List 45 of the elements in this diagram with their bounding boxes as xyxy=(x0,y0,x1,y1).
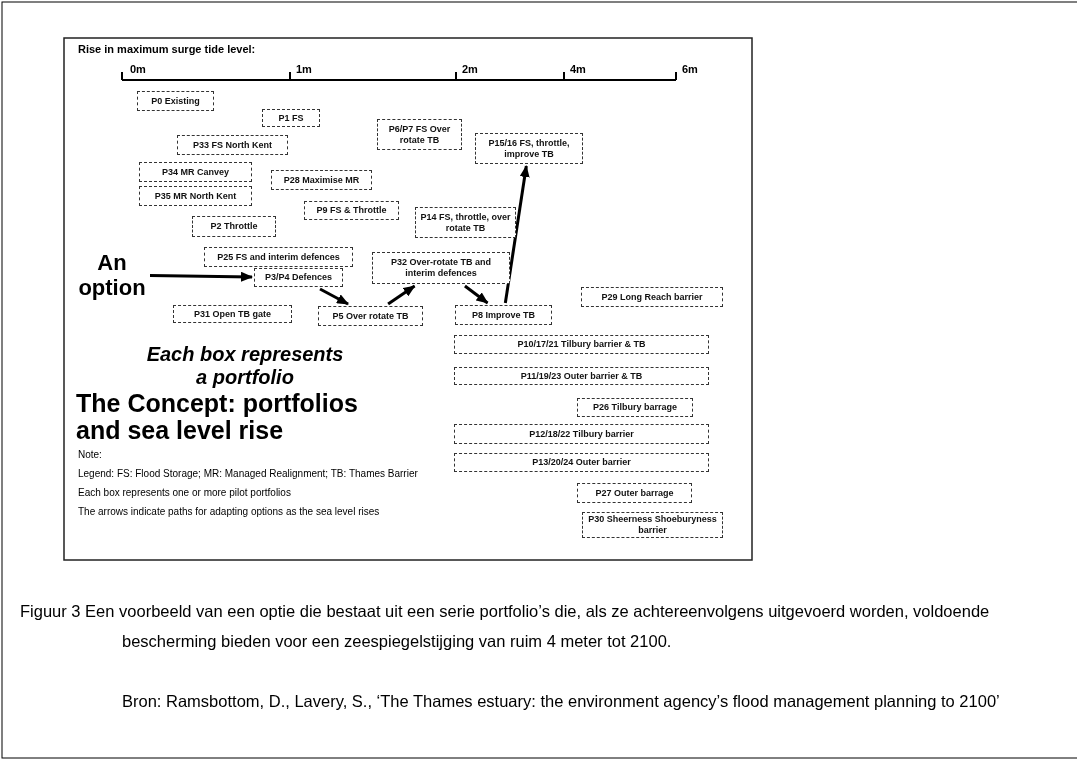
portfolio-box: P34 MR Canvey xyxy=(139,162,252,182)
arrow xyxy=(503,165,530,304)
portfolio-box: P28 Maximise MR xyxy=(271,170,372,190)
note-text: Each box represents one or more pilot portfolios xyxy=(78,486,292,499)
portfolio-box: P29 Long Reach barrier xyxy=(581,287,723,307)
portfolio-box: P27 Outer barrage xyxy=(577,483,692,503)
scale-tick-label: 1m xyxy=(296,63,313,76)
arrow xyxy=(464,284,489,305)
figure-caption: Figuur 3 Een voorbeeld van een optie die bestaat uit een serie portfolio’s die, als ze achtereenvolgens uitgevoerd worden, voldoende bescherming bieden voor een zeespiegelstijging van ruim 4 meter tot 2100. xyxy=(20,601,991,652)
portfolio-box: P32 Over-rotate TB and interim defences xyxy=(372,252,510,284)
axis-title: Rise in maximum surge tide level: xyxy=(78,43,257,56)
scale-tick-label: 6m xyxy=(682,63,699,76)
portfolio-box: P25 FS and interim defences xyxy=(204,247,353,267)
note-text: The arrows indicate paths for adapting options as the sea level rises xyxy=(78,505,381,518)
portfolio-box: P15/16 FS, throttle, improve TB xyxy=(475,133,583,164)
portfolio-box: P6/P7 FS Over rotate TB xyxy=(377,119,462,150)
portfolio-box: P2 Throttle xyxy=(192,216,276,237)
portfolio-box: P0 Existing xyxy=(137,91,214,111)
portfolio-box: P3/P4 Defences xyxy=(254,268,343,287)
arrow xyxy=(319,287,349,306)
scale-tick-label: 2m xyxy=(462,63,479,76)
scale-tick-label: 4m xyxy=(570,63,587,76)
portfolio-box: P8 Improve TB xyxy=(455,305,552,325)
note-text: Legend: FS: Flood Storage; MR: Managed Realignment; TB: Thames Barrier xyxy=(78,467,419,480)
portfolio-box: P14 FS, throttle, over rotate TB xyxy=(415,207,516,238)
source-note: Bron: Ramsbottom, D., Lavery, S., ‘The Thames estuary: the environment agency’s flood management planning to 2100’ xyxy=(122,691,1001,712)
portfolio-box: P33 FS North Kent xyxy=(177,135,288,155)
option-label: An option xyxy=(76,250,148,300)
portfolio-box: P10/17/21 Tilbury barrier & TB xyxy=(454,335,709,354)
portfolio-box: P11/19/23 Outer barrier & TB xyxy=(454,367,709,385)
diagram-title: The Concept: portfolios and sea level rise xyxy=(76,390,359,444)
portfolio-box: P9 FS & Throttle xyxy=(304,201,399,220)
note-heading: Each box represents a portfolio xyxy=(145,343,345,389)
portfolio-box: P13/20/24 Outer barrier xyxy=(454,453,709,472)
portfolio-box: P1 FS xyxy=(262,109,320,127)
portfolio-box: P5 Over rotate TB xyxy=(318,306,423,326)
portfolio-box: P26 Tilbury barrage xyxy=(577,398,693,417)
portfolio-box: P30 Sheerness Shoeburyness barrier xyxy=(582,512,723,538)
arrow xyxy=(149,271,253,282)
note-text: Note: xyxy=(78,448,103,461)
portfolio-box: P31 Open TB gate xyxy=(173,305,292,323)
scale-tick-label: 0m xyxy=(130,63,147,76)
portfolio-box: P12/18/22 Tilbury barrier xyxy=(454,424,709,444)
portfolio-box: P35 MR North Kent xyxy=(139,186,252,206)
arrow xyxy=(387,284,416,306)
